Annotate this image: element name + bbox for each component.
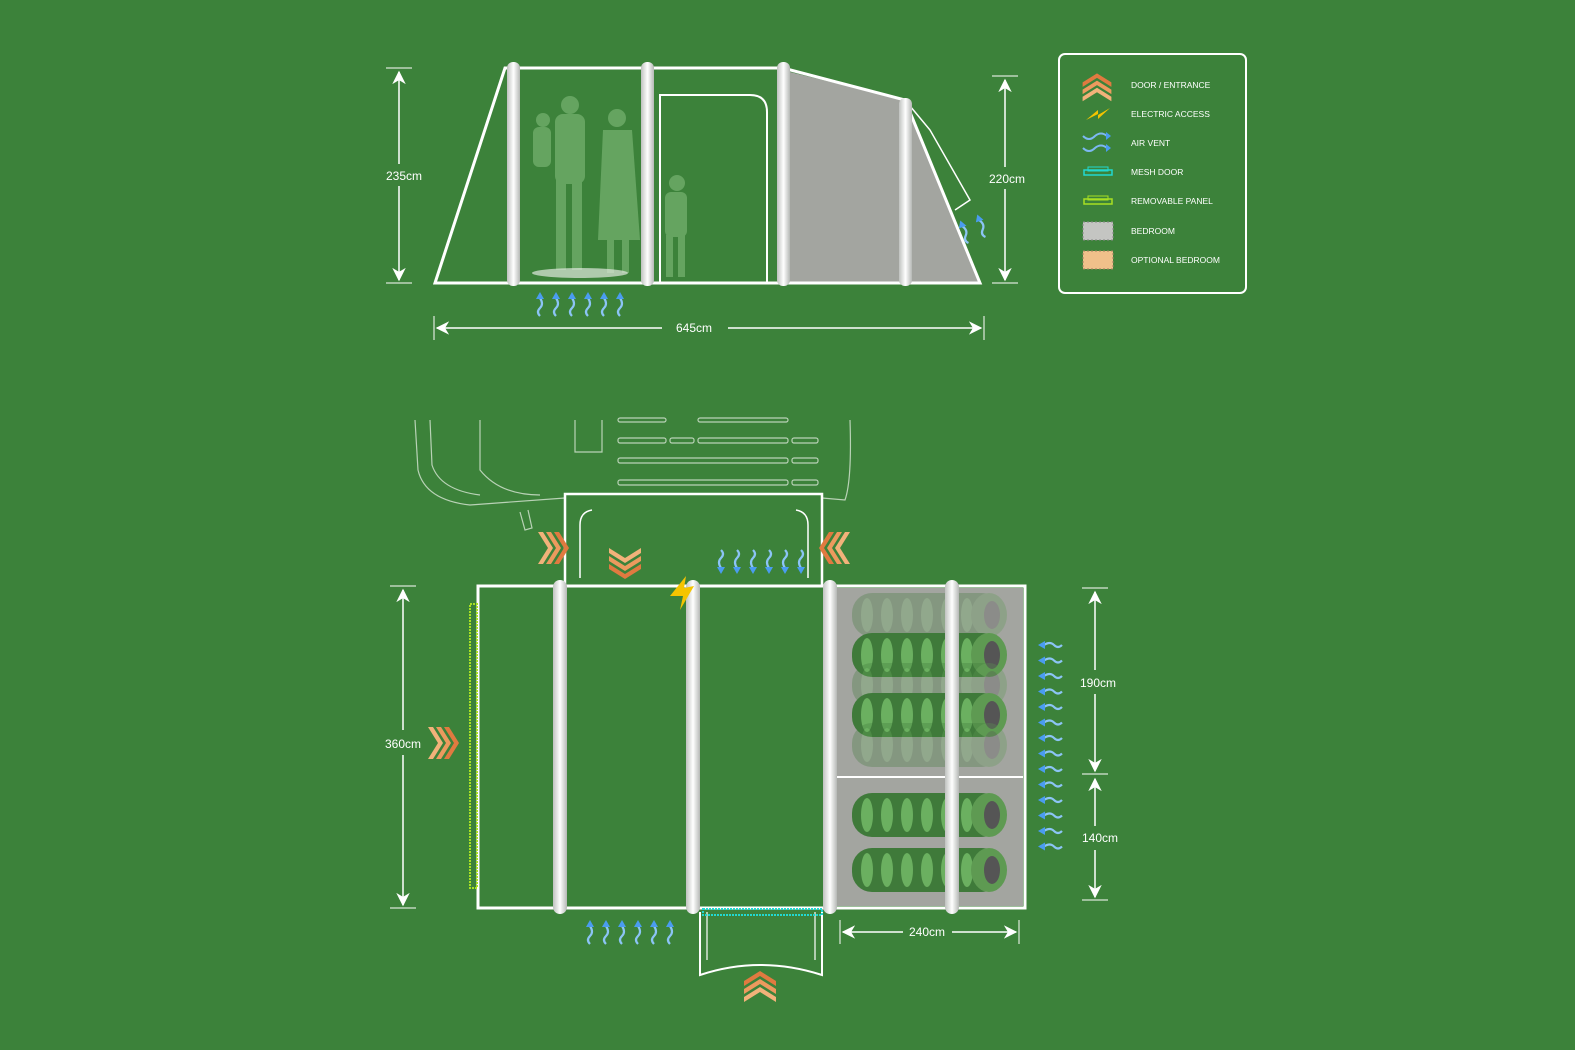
air-vent-icon	[715, 548, 727, 576]
porch-air-vents	[715, 548, 807, 576]
bedroom-air-vents	[1036, 639, 1064, 852]
door-icon-right-side	[819, 532, 850, 564]
dimension-length: 645cm	[433, 316, 985, 340]
air-vent-icon	[1036, 841, 1064, 852]
floor-poles	[553, 580, 959, 914]
air-vent-icon	[1036, 779, 1064, 790]
legend-label-bedroom: BEDROOM	[1131, 226, 1175, 236]
air-vent-icon	[648, 918, 660, 946]
sleeping-bag	[852, 593, 1007, 637]
campervan-outline	[414, 417, 852, 531]
air-vent-icon	[600, 918, 612, 946]
mesh-door-icon	[1083, 166, 1113, 176]
air-vent-icon	[1036, 810, 1064, 821]
door-icon	[1082, 73, 1112, 102]
removable-panel-icon	[1083, 195, 1113, 205]
side-tent-outline	[432, 66, 983, 285]
air-vent-icon	[1036, 670, 1064, 682]
van-connection-porch	[563, 492, 824, 586]
air-vent-icon	[598, 290, 610, 318]
air-vent-icon	[664, 918, 676, 946]
front-air-vents	[584, 918, 676, 946]
optional-bedroom-swatch-icon	[1082, 250, 1114, 270]
air-vent-icon	[1036, 794, 1064, 806]
legend: DOOR / ENTRANCE ELECTRIC ACCESS AIR VENT…	[1058, 53, 1247, 294]
electric-access-icon	[670, 576, 694, 610]
air-vent-icon	[779, 548, 791, 576]
dimension-bedroom-length: 240cm	[839, 920, 1020, 944]
air-vent-icon	[534, 290, 546, 318]
electric-icon	[1086, 108, 1110, 120]
legend-label-optional-bedroom: OPTIONAL BEDROOM	[1131, 255, 1220, 265]
people-silhouettes	[533, 96, 687, 277]
air-vent-icon	[763, 548, 775, 576]
air-vent-icon	[795, 548, 807, 576]
air-vent-icon	[731, 548, 743, 576]
air-vent-icon	[747, 548, 759, 576]
legend-label-door: DOOR / ENTRANCE	[1131, 80, 1211, 90]
door-icon-front	[744, 971, 776, 1002]
air-vent-icon	[1036, 701, 1064, 713]
air-vent-icon	[1036, 717, 1064, 728]
mesh-door	[702, 908, 823, 916]
air-vent-icon	[582, 290, 594, 318]
door-icon-end	[428, 727, 459, 759]
width-label: 360cm	[385, 737, 421, 751]
air-vent-icon	[1082, 132, 1111, 152]
air-vent-icon	[1036, 825, 1064, 837]
air-vent-icon	[1036, 748, 1064, 759]
air-vent-icon	[566, 290, 578, 318]
dimension-width: 360cm	[385, 585, 421, 909]
air-vent-icon	[614, 290, 626, 318]
sleeping-bag	[852, 848, 1007, 892]
side-view: 235cm 220cm 645cm	[386, 62, 1025, 340]
air-vent-icon	[1036, 655, 1064, 666]
front-porch	[699, 912, 823, 977]
bedroom-length-label: 240cm	[909, 925, 945, 939]
sleeping-bag	[852, 723, 1007, 767]
side-air-vents	[534, 290, 626, 318]
removable-panel	[469, 603, 478, 889]
height-left-label: 235cm	[386, 169, 422, 183]
air-vent-icon	[1036, 763, 1064, 775]
air-vent-icon	[550, 290, 562, 318]
dimension-height-left: 235cm	[386, 67, 422, 284]
air-vent-icon	[1036, 732, 1064, 744]
legend-label-air-vent: AIR VENT	[1131, 138, 1170, 148]
side-door-outline	[659, 94, 768, 283]
dimension-bedroom-bottom: 140cm	[1082, 777, 1118, 901]
door-icon-porch	[609, 548, 641, 579]
bedroom-swatch-icon	[1082, 221, 1114, 241]
bedroom-bottom-label: 140cm	[1082, 831, 1118, 845]
air-vent-icon	[616, 918, 628, 946]
dimension-bedroom-top: 190cm	[1080, 587, 1116, 775]
side-bedroom-area	[790, 72, 980, 283]
legend-label-removable-panel: REMOVABLE PANEL	[1131, 196, 1213, 206]
length-label: 645cm	[676, 321, 712, 335]
side-poles	[507, 62, 912, 286]
bedroom-top-label: 190cm	[1080, 676, 1116, 690]
dimension-height-right: 220cm	[989, 75, 1025, 284]
legend-label-mesh-door: MESH DOOR	[1131, 167, 1183, 177]
floor-plan: 360cm 190cm 140cm 240cm	[385, 417, 1118, 1002]
air-vent-icon	[1036, 639, 1064, 651]
air-vent-icon	[632, 918, 644, 946]
air-vent-icon	[1036, 686, 1064, 697]
height-right-label: 220cm	[989, 172, 1025, 186]
sleeping-bag	[852, 793, 1007, 837]
legend-label-electric: ELECTRIC ACCESS	[1131, 109, 1210, 119]
air-vent-icon	[584, 918, 596, 946]
